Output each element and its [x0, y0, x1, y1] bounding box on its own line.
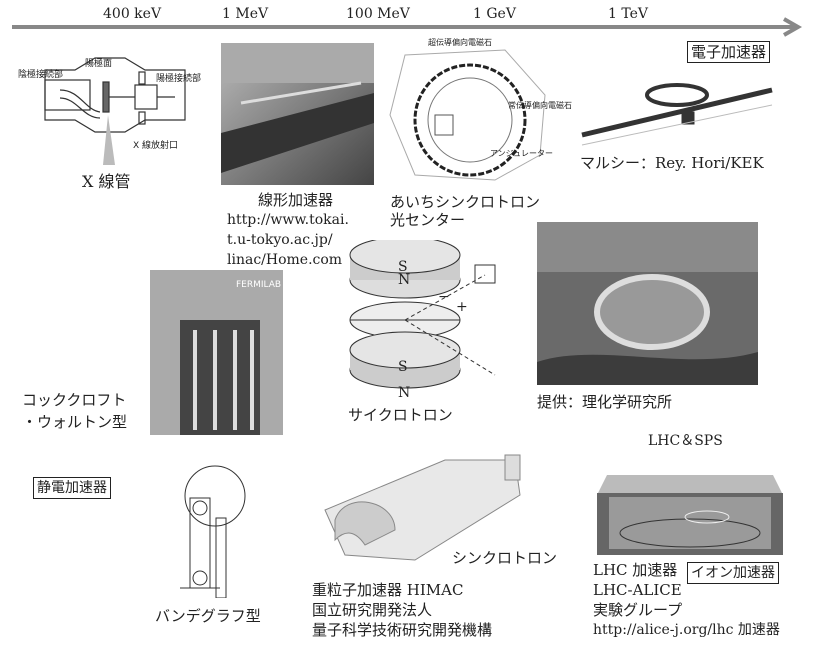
ilc-diagram	[581, 83, 773, 146]
axis-tick-1tev: 1 TeV	[608, 6, 649, 22]
fermilab-label: FERMILAB	[236, 280, 282, 290]
linac-caption: 線形加速器	[258, 191, 334, 209]
himac-caption-line: 国立研究開発法人	[312, 601, 433, 619]
label-anode-face: 陽極面	[85, 59, 113, 69]
linac-source-line: linac/Home.com	[227, 252, 343, 268]
electrostatic-accelerator-label: 静電加速器	[33, 477, 111, 499]
cyclotron-caption: サイクロトロン	[348, 406, 453, 424]
label-anode-connector: 陽極接続部	[156, 74, 202, 84]
pole-label-n-bottom: N	[398, 385, 411, 401]
lhc-sps-title: LHC＆SPS	[648, 433, 723, 449]
ion-accelerator-label: イオン加速器	[687, 562, 779, 584]
riken-aerial-photo	[537, 222, 758, 385]
pole-label-s-bottom: S	[398, 359, 408, 375]
linac-source-line: http://www.tokai.	[227, 212, 349, 228]
label-undulator: アンジュレーター	[490, 149, 553, 158]
energy-axis-arrow	[12, 17, 803, 37]
label-superconducting-magnet: 超伝導偏向電磁石	[428, 38, 492, 47]
axis-tick-100mev: 100 MeV	[346, 6, 410, 22]
himac-caption-line: 重粒子加速器 HIMAC	[312, 581, 464, 599]
lhc-caption-line: http://alice-j.org/lhc 加速器	[593, 622, 780, 638]
aichi-synchrotron-diagram	[389, 49, 546, 181]
cockcroft-caption-line: ・ウォルトン型	[22, 413, 128, 431]
lhc-caption-line: LHC 加速器	[593, 561, 678, 579]
xray-tube-diagram	[44, 57, 186, 165]
electron-accelerator-credit: マルシー：Rey. Hori/KEK	[580, 154, 764, 172]
aichi-caption-line: 光センター	[390, 211, 466, 229]
lhc-caption-line: 実験グループ	[593, 601, 683, 619]
xray-tube-caption: X 線管	[82, 172, 131, 191]
lhc-caption-line: LHC-ALICE	[593, 581, 682, 599]
van-de-graaff-diagram	[180, 465, 246, 598]
axis-tick-400kev: 400 keV	[103, 6, 162, 22]
aichi-caption-line: あいちシンクロトロン	[390, 193, 541, 211]
himac-synchrotron-label: シンクロトロン	[452, 549, 558, 567]
electron-accelerator-label: 電子加速器	[687, 41, 771, 63]
himac-caption-line: 量子科学技術研究開発機構	[312, 621, 493, 639]
lhc-underground-diagram	[597, 475, 783, 555]
pole-label-s-top: S	[398, 259, 408, 275]
sign-plus: +	[456, 299, 468, 315]
linac-photo	[221, 43, 374, 185]
pole-label-n-top: N	[398, 272, 411, 288]
himac-synchrotron-drawing	[324, 454, 521, 561]
riken-credit: 提供：理化学研究所	[537, 393, 673, 411]
cockcroft-walton-photo	[150, 270, 283, 435]
cockcroft-caption-line: コッククロフト	[22, 391, 127, 409]
axis-tick-1gev: 1 GeV	[473, 6, 516, 22]
label-cathode-connector: 陰極接続部	[18, 70, 64, 80]
label-normal-magnet: 常伝導偏向電磁石	[508, 101, 572, 110]
sign-minus: −	[438, 289, 450, 305]
label-xray-window: X 線放射口	[133, 141, 179, 151]
linac-source-line: t.u-tokyo.ac.jp/	[227, 232, 333, 248]
cyclotron-diagram	[349, 240, 496, 389]
axis-tick-1mev: 1 MeV	[222, 6, 269, 22]
van-de-graaff-caption: バンデグラフ型	[155, 607, 261, 625]
